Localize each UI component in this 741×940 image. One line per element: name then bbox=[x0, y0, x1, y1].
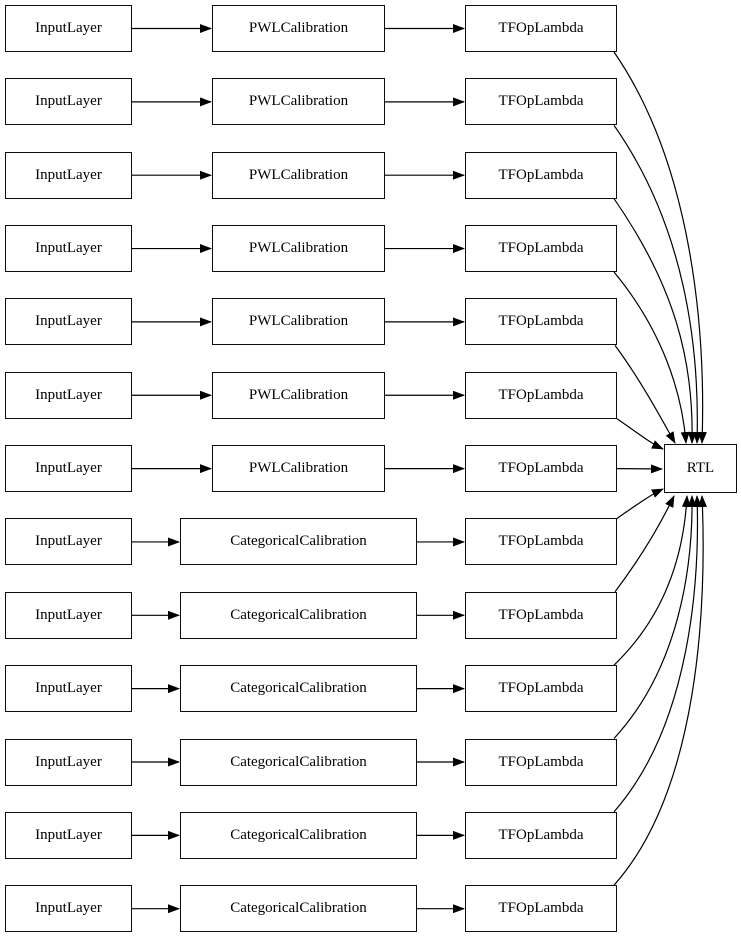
node-pwlcalibration-2: PWLCalibration bbox=[212, 78, 385, 126]
node-inputlayer-label: InputLayer bbox=[35, 533, 102, 550]
node-categoricalcalibration-label: CategoricalCalibration bbox=[230, 606, 367, 623]
edge-op-to-rtl-10 bbox=[613, 495, 691, 666]
node-tfoplambda-label: TFOpLambda bbox=[498, 166, 584, 183]
node-inputlayer-label: InputLayer bbox=[35, 166, 102, 183]
node-categoricalcalibration-label: CategoricalCalibration bbox=[230, 680, 367, 697]
node-tfoplambda-12: TFOpLambda bbox=[465, 811, 617, 859]
node-pwlcalibration-3: PWLCalibration bbox=[212, 151, 385, 199]
node-inputlayer-label: InputLayer bbox=[35, 313, 102, 330]
node-pwlcalibration-4: PWLCalibration bbox=[212, 225, 385, 273]
node-tfoplambda-label: TFOpLambda bbox=[498, 313, 584, 330]
node-inputlayer-2: InputLayer bbox=[5, 78, 132, 126]
edge-op-to-rtl-12 bbox=[613, 495, 702, 813]
node-tfoplambda-5: TFOpLambda bbox=[465, 298, 617, 346]
node-tfoplambda-label: TFOpLambda bbox=[498, 900, 584, 917]
node-inputlayer-label: InputLayer bbox=[35, 680, 102, 697]
node-categoricalcalibration-label: CategoricalCalibration bbox=[230, 826, 367, 843]
node-categoricalcalibration-10: CategoricalCalibration bbox=[180, 665, 417, 713]
node-pwlcalibration-label: PWLCalibration bbox=[248, 166, 349, 183]
edge-op-to-rtl-2 bbox=[613, 125, 702, 444]
node-inputlayer-8: InputLayer bbox=[5, 518, 132, 566]
node-pwlcalibration-7: PWLCalibration bbox=[212, 445, 385, 493]
node-categoricalcalibration-12: CategoricalCalibration bbox=[180, 811, 417, 859]
node-tfoplambda-4: TFOpLambda bbox=[465, 225, 617, 273]
node-tfoplambda-3: TFOpLambda bbox=[465, 151, 617, 199]
node-tfoplambda-label: TFOpLambda bbox=[498, 386, 584, 403]
node-rtl: RTL bbox=[664, 444, 737, 493]
node-pwlcalibration-label: PWLCalibration bbox=[248, 386, 349, 403]
node-pwlcalibration-label: PWLCalibration bbox=[248, 20, 349, 36]
node-pwlcalibration-1: PWLCalibration bbox=[212, 5, 385, 52]
node-pwlcalibration-label: PWLCalibration bbox=[248, 240, 349, 257]
node-pwlcalibration-6: PWLCalibration bbox=[212, 371, 385, 419]
node-categoricalcalibration-9: CategoricalCalibration bbox=[180, 591, 417, 639]
node-tfoplambda-7: TFOpLambda bbox=[465, 445, 617, 493]
node-rtl-label: RTL bbox=[686, 460, 715, 476]
node-categoricalcalibration-8: CategoricalCalibration bbox=[180, 518, 417, 566]
edge-op-to-rtl-11 bbox=[613, 495, 697, 739]
node-inputlayer-10: InputLayer bbox=[5, 665, 132, 713]
node-inputlayer-label: InputLayer bbox=[35, 460, 102, 477]
node-inputlayer-label: InputLayer bbox=[35, 386, 102, 403]
node-pwlcalibration-5: PWLCalibration bbox=[212, 298, 385, 346]
node-tfoplambda-label: TFOpLambda bbox=[498, 533, 584, 550]
node-tfoplambda-label: TFOpLambda bbox=[498, 606, 584, 623]
node-categoricalcalibration-label: CategoricalCalibration bbox=[230, 900, 367, 917]
node-tfoplambda-9: TFOpLambda bbox=[465, 591, 617, 639]
edge-op-to-rtl-6 bbox=[616, 418, 664, 450]
node-inputlayer-1: InputLayer bbox=[5, 5, 132, 52]
node-inputlayer-label: InputLayer bbox=[35, 240, 102, 257]
edge-op-to-rtl-13 bbox=[613, 495, 707, 886]
node-tfoplambda-8: TFOpLambda bbox=[465, 518, 617, 566]
node-inputlayer-label: InputLayer bbox=[35, 753, 102, 770]
node-inputlayer-4: InputLayer bbox=[5, 225, 132, 273]
node-inputlayer-label: InputLayer bbox=[35, 826, 102, 843]
node-inputlayer-3: InputLayer bbox=[5, 151, 132, 199]
node-tfoplambda-label: TFOpLambda bbox=[498, 826, 584, 843]
edge-op-to-rtl-9 bbox=[614, 495, 675, 593]
node-inputlayer-label: InputLayer bbox=[35, 606, 102, 623]
node-tfoplambda-11: TFOpLambda bbox=[465, 738, 617, 786]
node-inputlayer-13: InputLayer bbox=[5, 885, 132, 933]
node-inputlayer-11: InputLayer bbox=[5, 738, 132, 786]
node-tfoplambda-6: TFOpLambda bbox=[465, 371, 617, 419]
node-tfoplambda-label: TFOpLambda bbox=[498, 93, 584, 110]
node-tfoplambda-13: TFOpLambda bbox=[465, 885, 617, 933]
edge-op-to-rtl-8 bbox=[616, 488, 664, 519]
node-tfoplambda-label: TFOpLambda bbox=[498, 753, 584, 770]
node-pwlcalibration-label: PWLCalibration bbox=[248, 313, 349, 330]
node-inputlayer-label: InputLayer bbox=[35, 20, 102, 36]
node-tfoplambda-2: TFOpLambda bbox=[465, 78, 617, 126]
node-inputlayer-5: InputLayer bbox=[5, 298, 132, 346]
node-tfoplambda-1: TFOpLambda bbox=[465, 5, 617, 52]
node-inputlayer-7: InputLayer bbox=[5, 445, 132, 493]
node-inputlayer-6: InputLayer bbox=[5, 371, 132, 419]
node-inputlayer-12: InputLayer bbox=[5, 811, 132, 859]
edge-op-to-rtl-1 bbox=[613, 51, 707, 444]
node-categoricalcalibration-13: CategoricalCalibration bbox=[180, 885, 417, 933]
node-pwlcalibration-label: PWLCalibration bbox=[248, 93, 349, 110]
node-tfoplambda-label: TFOpLambda bbox=[498, 460, 584, 477]
edge-op-to-rtl-3 bbox=[613, 198, 697, 444]
node-inputlayer-label: InputLayer bbox=[35, 900, 102, 917]
node-categoricalcalibration-label: CategoricalCalibration bbox=[230, 753, 367, 770]
edge-op-to-rtl-4 bbox=[613, 271, 690, 444]
node-tfoplambda-label: TFOpLambda bbox=[498, 680, 584, 697]
node-tfoplambda-label: TFOpLambda bbox=[498, 20, 584, 36]
edge-op-to-rtl-5 bbox=[614, 345, 676, 444]
node-categoricalcalibration-11: CategoricalCalibration bbox=[180, 738, 417, 786]
node-pwlcalibration-label: PWLCalibration bbox=[248, 460, 349, 477]
node-categoricalcalibration-label: CategoricalCalibration bbox=[230, 533, 367, 550]
node-tfoplambda-label: TFOpLambda bbox=[498, 240, 584, 257]
node-inputlayer-9: InputLayer bbox=[5, 591, 132, 639]
node-inputlayer-label: InputLayer bbox=[35, 93, 102, 110]
node-tfoplambda-10: TFOpLambda bbox=[465, 665, 617, 713]
